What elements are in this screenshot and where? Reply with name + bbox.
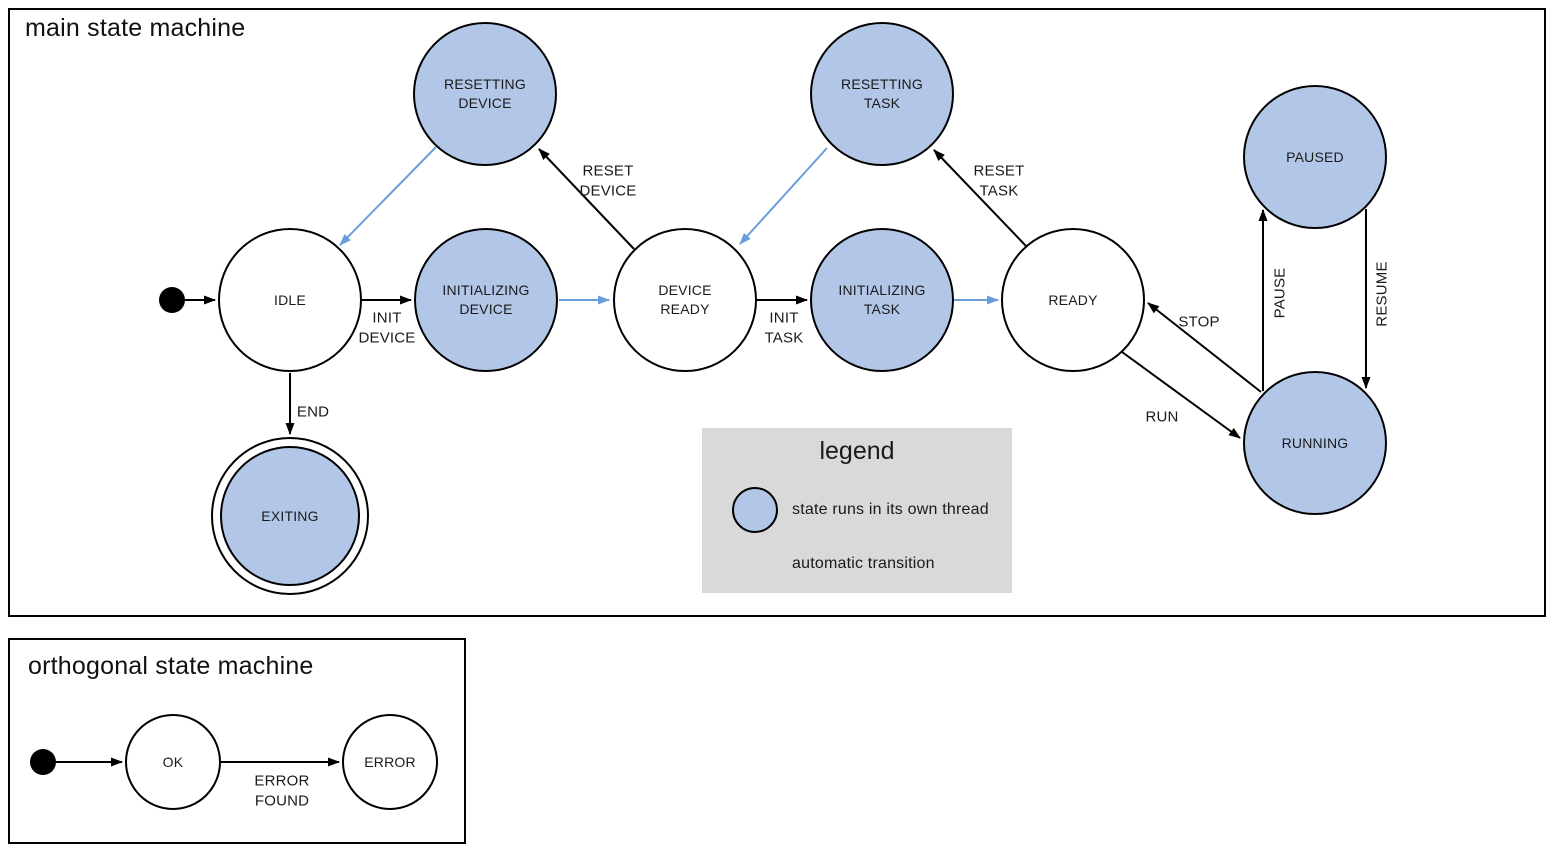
legend-box: legend state runs in its own thread auto… bbox=[702, 428, 1012, 593]
state-label: EXITING bbox=[261, 508, 319, 524]
transition-label-run: RUN bbox=[1145, 408, 1179, 426]
state-label: RUNNING bbox=[1281, 434, 1349, 451]
state-label: DEVICE READY bbox=[658, 282, 712, 317]
main-state-machine-panel bbox=[8, 8, 1546, 617]
transition-label-reset-task: RESET TASK bbox=[973, 162, 1025, 200]
transition-label-init-device: INIT DEVICE bbox=[358, 309, 416, 347]
state-resetting-device: RESETTING DEVICE bbox=[413, 22, 557, 166]
state-ok: OK bbox=[125, 714, 221, 810]
state-error: ERROR bbox=[342, 714, 438, 810]
state-paused: PAUSED bbox=[1243, 85, 1387, 229]
state-idle: IDLE bbox=[218, 228, 362, 372]
state-exiting: EXITING bbox=[220, 446, 360, 586]
state-label: OK bbox=[162, 753, 184, 770]
transition-label-end: END bbox=[296, 403, 330, 421]
state-initializing-device: INITIALIZING DEVICE bbox=[414, 228, 558, 372]
transition-label-init-task: INIT TASK bbox=[764, 309, 804, 347]
arrow-reset-task bbox=[933, 149, 1027, 247]
transition-label-pause: PAUSE bbox=[1271, 267, 1289, 319]
main-machine-title: main state machine bbox=[25, 14, 246, 42]
state-label: PAUSED bbox=[1286, 148, 1344, 165]
initial-state-dot-main bbox=[159, 287, 185, 313]
state-label: READY bbox=[1048, 291, 1098, 308]
state-label: IDLE bbox=[274, 291, 306, 308]
arrow-reset-device bbox=[538, 148, 635, 250]
legend-threaded-state-swatch bbox=[732, 487, 778, 533]
state-label: ERROR bbox=[364, 753, 416, 770]
orthogonal-machine-title: orthogonal state machine bbox=[28, 652, 314, 680]
state-ready: READY bbox=[1001, 228, 1145, 372]
legend-title: legend bbox=[819, 437, 895, 465]
state-running: RUNNING bbox=[1243, 371, 1387, 515]
state-label: RESETTING TASK bbox=[841, 76, 923, 111]
transition-label-stop: STOP bbox=[1178, 313, 1220, 331]
arrow-stop bbox=[1147, 302, 1262, 393]
arrow-auto-resetting-device-to-idle bbox=[339, 146, 437, 246]
state-resetting-task: RESETTING TASK bbox=[810, 22, 954, 166]
legend-item-label: state runs in its own thread bbox=[792, 501, 989, 518]
initial-state-dot-orthogonal bbox=[30, 749, 56, 775]
arrow-run bbox=[1121, 351, 1241, 439]
state-exiting-final-outer-ring: EXITING bbox=[211, 437, 369, 595]
arrow-auto-resetting-task-to-device-ready bbox=[739, 147, 828, 245]
legend-item-label: automatic transition bbox=[792, 555, 935, 572]
transition-label-error-found: ERROR FOUND bbox=[254, 772, 310, 810]
state-label: INITIALIZING TASK bbox=[838, 282, 926, 317]
state-label: RESETTING DEVICE bbox=[444, 76, 526, 111]
state-initializing-task: INITIALIZING TASK bbox=[810, 228, 954, 372]
state-label: INITIALIZING DEVICE bbox=[442, 282, 530, 317]
transition-label-reset-device: RESET DEVICE bbox=[579, 162, 637, 200]
orthogonal-state-machine-panel bbox=[8, 638, 466, 844]
transition-label-resume: RESUME bbox=[1373, 261, 1391, 327]
state-device-ready: DEVICE READY bbox=[613, 228, 757, 372]
